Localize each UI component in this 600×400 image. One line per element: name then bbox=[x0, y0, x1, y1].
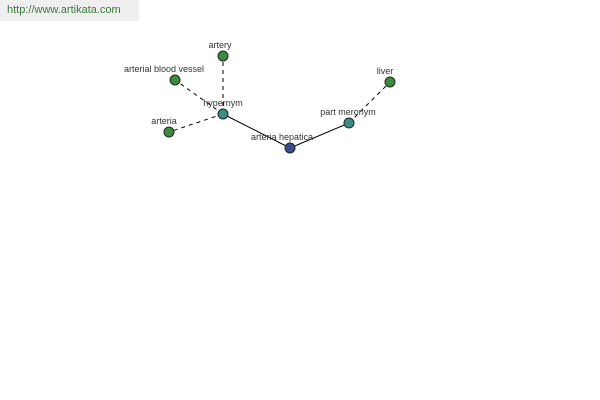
node-arteria[interactable] bbox=[163, 126, 175, 138]
edge-arteria-hepatica-to-hypernym bbox=[222, 113, 291, 149]
edges-layer bbox=[168, 56, 391, 149]
edge-arteria-hepatica-to-part-meronym bbox=[289, 122, 350, 149]
node-label-arterial-blood-vessel[interactable]: arterial blood vessel bbox=[124, 64, 204, 74]
node-part-meronym[interactable] bbox=[343, 117, 355, 129]
node-liver[interactable] bbox=[384, 76, 396, 88]
node-label-part-meronym[interactable]: part meronym bbox=[320, 107, 376, 117]
node-arterial-blood-vessel[interactable] bbox=[169, 74, 181, 86]
site-url-link[interactable]: http://www.artikata.com bbox=[7, 4, 121, 16]
labels-layer: arteria hepatica hypernym part meronym arte… bbox=[124, 40, 393, 142]
node-label-arteria[interactable]: arteria bbox=[151, 116, 177, 126]
node-label-liver[interactable]: liver bbox=[377, 66, 394, 76]
edge-hypernym-to-arteria bbox=[168, 113, 224, 133]
site-banner: http://www.artikata.com bbox=[0, 0, 139, 21]
edge-hypernym-to-arterial-blood-vessel bbox=[174, 79, 224, 115]
node-arteria-hepatica[interactable] bbox=[284, 142, 296, 154]
node-label-artery[interactable]: artery bbox=[208, 40, 232, 50]
node-artery[interactable] bbox=[217, 50, 229, 62]
nodes-layer bbox=[163, 50, 396, 154]
edge-part-meronym-to-liver bbox=[348, 81, 391, 124]
node-hypernym[interactable] bbox=[217, 108, 229, 120]
node-label-hypernym[interactable]: hypernym bbox=[203, 98, 243, 108]
node-label-arteria-hepatica[interactable]: arteria hepatica bbox=[251, 132, 313, 142]
